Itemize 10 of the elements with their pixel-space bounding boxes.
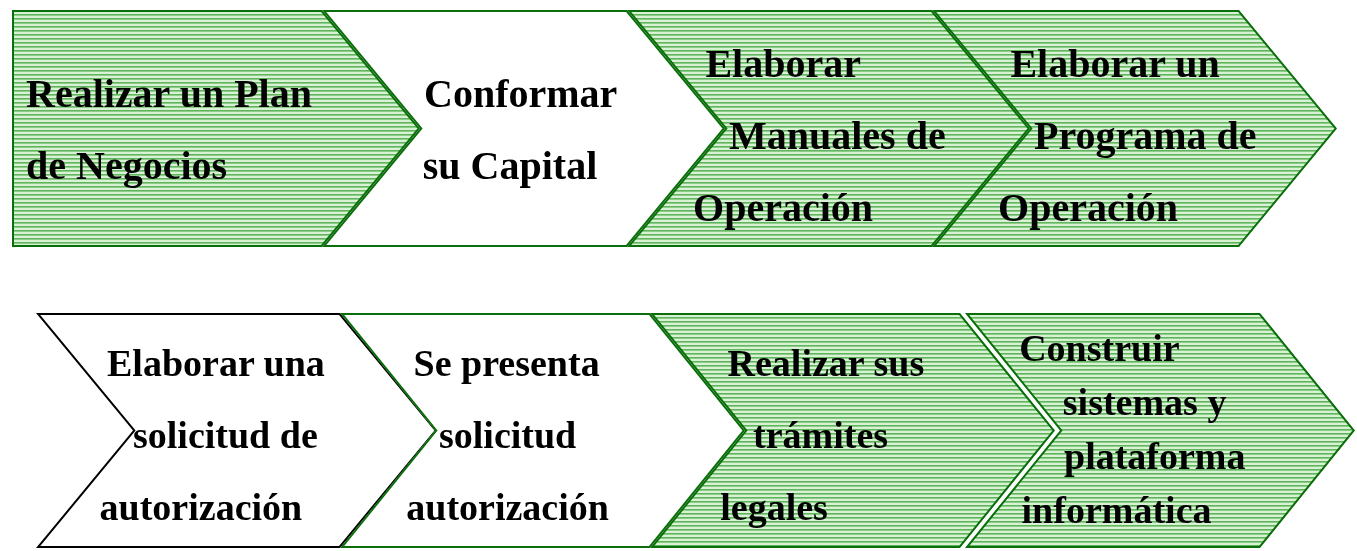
step-label: Elaborar una solicitud de autorización [99, 342, 325, 528]
chevron-step [965, 313, 1355, 548]
chevron-step [12, 10, 420, 247]
step-label: Construir sistemas y plataforma informática [1019, 327, 1246, 531]
step-label: Realizar un Plan de Negocios [26, 71, 312, 188]
step-label: Se presenta solicitud autorización [406, 342, 609, 528]
step-label: Elaborar Manuales de Operación [693, 41, 946, 230]
step-label: Conformar su Capital [422, 71, 617, 188]
step-label: Elaborar un Programa de Operación [998, 41, 1257, 230]
step-label: Realizar sus trámites legales [720, 342, 925, 528]
